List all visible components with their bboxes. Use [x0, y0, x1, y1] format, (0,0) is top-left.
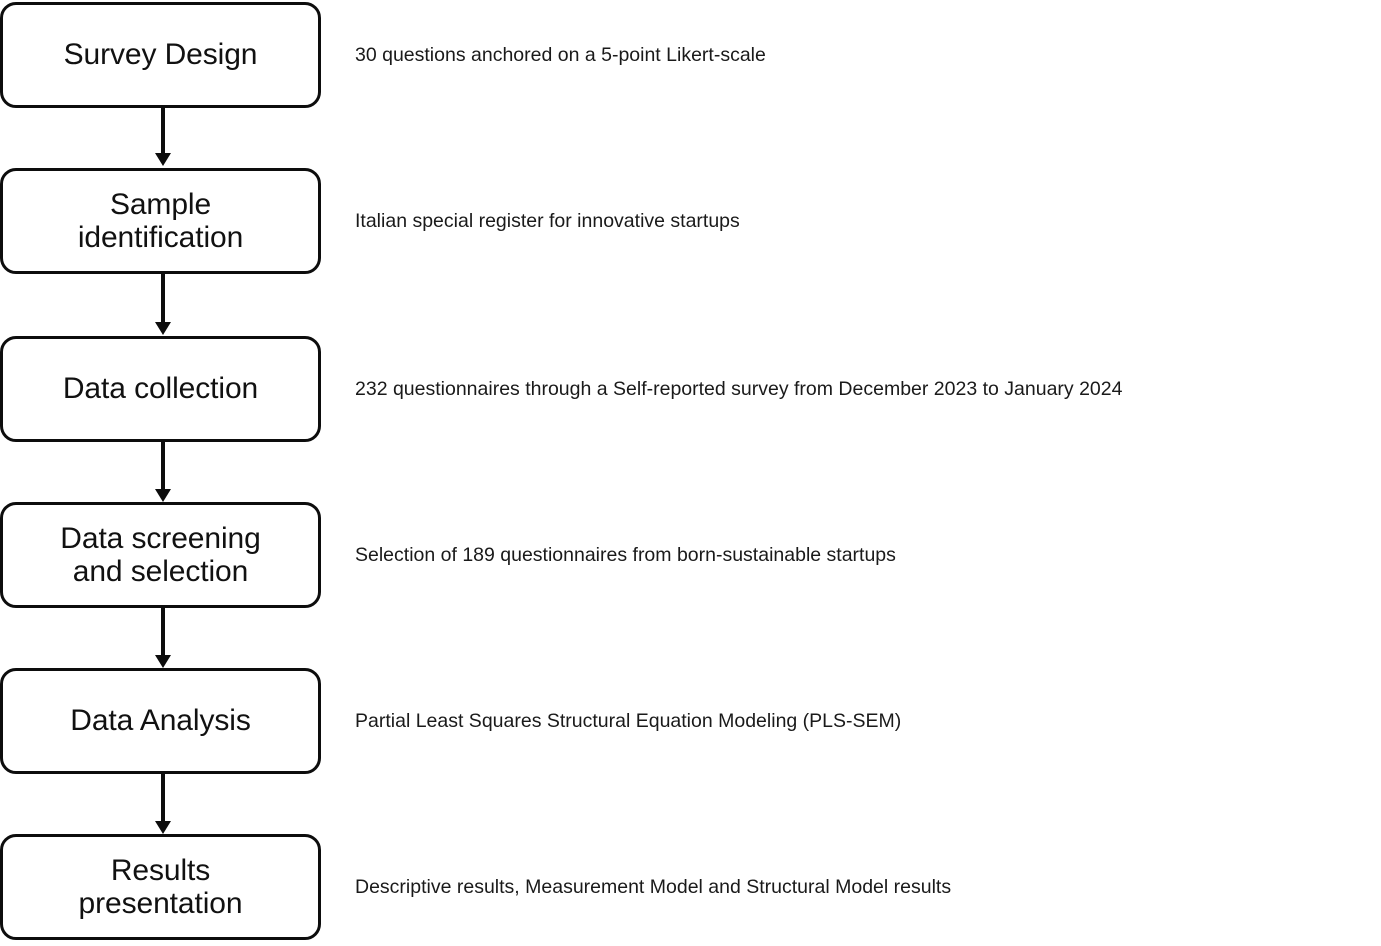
- annotation-data-screening-and-selection: Selection of 189 questionnaires from bor…: [355, 543, 896, 566]
- connector-arrowhead-5: [155, 821, 171, 834]
- flow-step-data-screening-and-selection: Data screening and selection Selection o…: [0, 502, 1381, 608]
- node-data-collection[interactable]: Data collection: [0, 336, 321, 442]
- flow-step-data-analysis: Data Analysis Partial Least Squares Stru…: [0, 668, 1381, 774]
- node-label-data-collection: Data collection: [62, 371, 259, 405]
- connector-arrow-2: [155, 274, 171, 335]
- flow-step-sample-identification: Sample identification Italian special re…: [0, 168, 1381, 274]
- annotation-results-presentation: Descriptive results, Measurement Model a…: [355, 875, 952, 898]
- node-label-sample-identification: Sample identification: [77, 188, 244, 254]
- node-label-data-analysis: Data Analysis: [70, 703, 251, 737]
- connector-arrowhead-3: [155, 489, 171, 502]
- connector-arrow-4: [155, 608, 171, 668]
- connector-arrow-5: [155, 774, 171, 834]
- connector-stem-2: [161, 274, 165, 322]
- connector-stem-1: [161, 108, 165, 153]
- connector-arrow-3: [155, 442, 171, 502]
- annotation-survey-design: 30 questions anchored on a 5-point Liker…: [355, 43, 766, 66]
- connector-arrow-1: [155, 108, 171, 166]
- connector-arrowhead-4: [155, 655, 171, 668]
- node-label-data-screening-and-selection: Data screening and selection: [60, 522, 261, 588]
- node-sample-identification[interactable]: Sample identification: [0, 168, 321, 274]
- connector-stem-4: [161, 608, 165, 655]
- node-results-presentation[interactable]: Results presentation: [0, 834, 321, 940]
- annotation-data-collection: 232 questionnaires through a Self-report…: [355, 377, 1123, 400]
- connector-stem-5: [161, 774, 165, 821]
- flow-step-survey-design: Survey Design 30 questions anchored on a…: [0, 2, 1381, 108]
- connector-arrowhead-2: [155, 322, 171, 335]
- connector-stem-3: [161, 442, 165, 489]
- annotation-data-analysis: Partial Least Squares Structural Equatio…: [355, 709, 902, 732]
- node-data-analysis[interactable]: Data Analysis: [0, 668, 321, 774]
- node-survey-design[interactable]: Survey Design: [0, 2, 321, 108]
- flow-step-results-presentation: Results presentation Descriptive results…: [0, 834, 1381, 940]
- flow-step-data-collection: Data collection 232 questionnaires throu…: [0, 336, 1381, 442]
- annotation-sample-identification: Italian special register for innovative …: [355, 209, 740, 232]
- node-label-results-presentation: Results presentation: [78, 854, 243, 920]
- node-label-survey-design: Survey Design: [63, 37, 258, 71]
- connector-arrowhead-1: [155, 153, 171, 166]
- node-data-screening-and-selection[interactable]: Data screening and selection: [0, 502, 321, 608]
